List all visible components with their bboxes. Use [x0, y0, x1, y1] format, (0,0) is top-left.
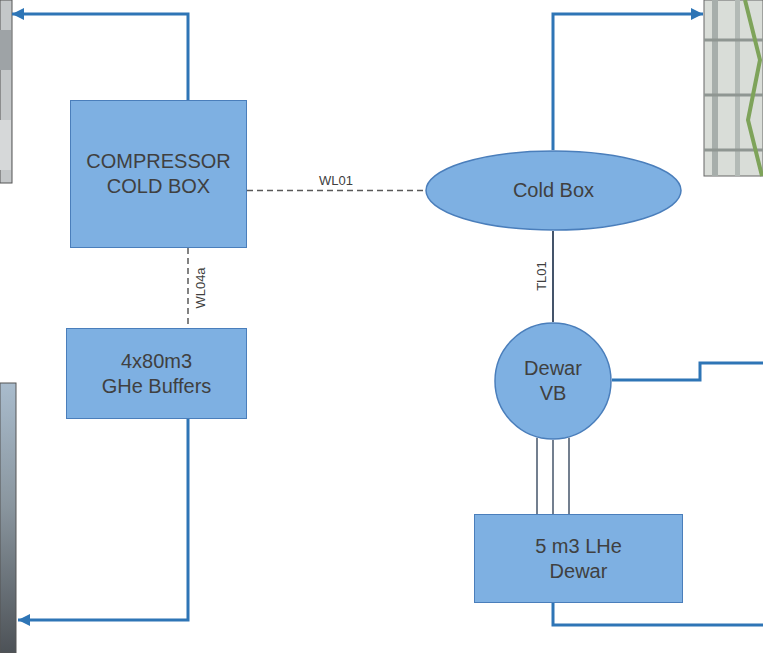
- coldbox-ellipse: Cold Box: [425, 150, 682, 231]
- dewar-box: 5 m3 LHe Dewar: [474, 514, 683, 603]
- line-label: WL01: [319, 172, 353, 187]
- node-label: Dewar VB: [513, 356, 593, 406]
- transfer-line: [568, 438, 570, 514]
- line-label: TL01: [534, 262, 549, 292]
- photo-arrow: [553, 14, 703, 150]
- warm-line: [247, 190, 425, 192]
- photo-top-left: [0, 0, 12, 183]
- photo-top-right: [704, 0, 763, 176]
- transfer-line: [552, 231, 554, 322]
- valve-box-circle: Dewar VB: [494, 322, 612, 440]
- transfer-line: [536, 438, 538, 514]
- buffer-box: 4x80m3 GHe Buffers: [66, 328, 247, 419]
- warm-line: [187, 248, 189, 328]
- circle-outline: [494, 322, 612, 440]
- node-label: 5 m3 LHe Dewar: [524, 534, 634, 584]
- photo-arrow: [18, 419, 188, 620]
- ellipse-shape: [426, 151, 681, 230]
- transfer-line: [552, 440, 554, 514]
- photo-bottom-left: [0, 383, 16, 653]
- photo-line: [553, 603, 763, 625]
- photo-arrow: [12, 14, 188, 100]
- line-label: WL04a: [193, 267, 208, 308]
- photo-arrows: [12, 14, 763, 625]
- node-label: Cold Box: [513, 178, 594, 203]
- node-label: 4x80m3 GHe Buffers: [100, 349, 214, 399]
- circle-shape: [495, 323, 611, 439]
- node-label: COMPRESSOR COLD BOX: [84, 149, 234, 199]
- photo-line: [612, 363, 763, 380]
- compressor-box: COMPRESSOR COLD BOX: [70, 100, 247, 248]
